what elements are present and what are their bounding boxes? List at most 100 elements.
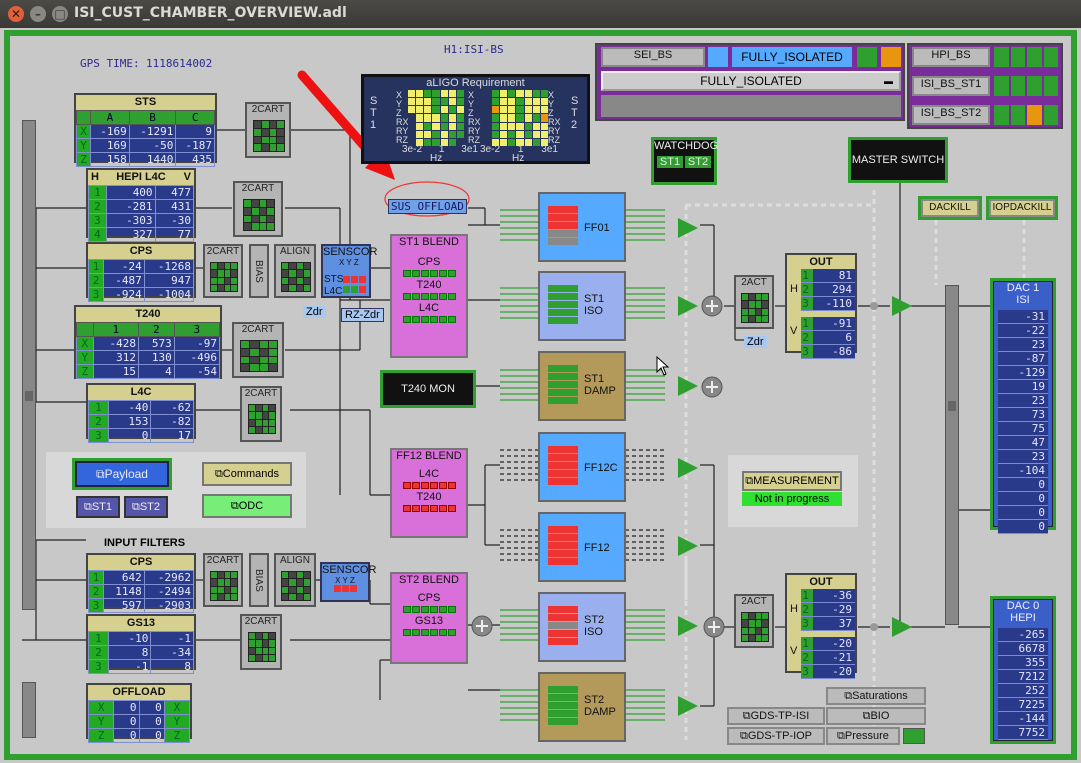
req-cell <box>524 106 532 114</box>
master-switch-button[interactable]: MASTER SWITCH <box>848 137 948 183</box>
payload-label: Payload <box>104 467 148 481</box>
system-name: H1:ISI-BS <box>444 43 504 56</box>
isi-bs-st1-button[interactable]: ISI_BS_ST1 <box>912 76 990 96</box>
cps-title: CPS <box>129 245 153 257</box>
measurement-button[interactable]: ⧉MEASUREMENT <box>742 471 842 491</box>
row-label: 3 <box>88 659 109 674</box>
cart-block-sts[interactable]: 2CART <box>245 102 291 158</box>
rz-zdr-button[interactable]: RZ-Zdr <box>341 308 384 322</box>
req-cell <box>408 90 416 98</box>
filter-ff12c[interactable]: FF12C <box>538 432 626 502</box>
row-label: 2 <box>88 199 107 214</box>
bias-block[interactable]: BIAS <box>249 244 269 298</box>
value: 0 <box>113 728 140 743</box>
filter-st1-iso[interactable]: ST1 ISO <box>538 271 626 341</box>
pressure-button[interactable]: ⧉Pressure <box>826 727 900 745</box>
filter-st1-damp[interactable]: ST1 DAMP <box>538 351 626 421</box>
dackill-button[interactable]: DACKILL <box>921 199 979 217</box>
bias-block-2[interactable]: BIAS <box>249 553 269 607</box>
value: 0 <box>138 728 165 743</box>
measurement-area <box>728 455 858 527</box>
value: 431 <box>154 199 195 214</box>
filter-ff01[interactable]: FF01 <box>538 192 626 262</box>
row-label: 1 <box>88 631 109 646</box>
saturations-button[interactable]: ⧉Saturations <box>826 687 926 705</box>
filter-ff12[interactable]: FF12 <box>538 512 626 582</box>
matrix-icon <box>248 404 276 434</box>
st1-indicators <box>994 76 1058 96</box>
filter-st2-iso[interactable]: ST2 ISO <box>538 592 626 662</box>
row-label: 2 <box>87 273 105 288</box>
payload-button[interactable]: ⧉Payload <box>75 461 169 487</box>
blend-input-label: CPS <box>417 592 441 604</box>
sus-offload-button[interactable]: SUS OFFLOAD <box>388 199 467 214</box>
dac-value: -104 <box>998 464 1048 478</box>
gds-tp-isi-button[interactable]: ⧉GDS-TP-ISI <box>727 707 825 725</box>
iopdackill-frame: IOPDACKILL <box>986 196 1058 220</box>
t240-col: 3 <box>173 322 221 337</box>
cart-block-l4c[interactable]: 2CART <box>240 386 282 442</box>
bio-button[interactable]: ⧉BIO <box>826 707 926 725</box>
blend-bar <box>392 606 466 613</box>
value: -36 <box>813 589 855 603</box>
hpi-bs-button[interactable]: HPI_BS <box>912 47 990 67</box>
watchdog-st2[interactable]: ST2 <box>685 156 711 168</box>
filter-st2-damp[interactable]: ST2 DAMP <box>538 672 626 742</box>
commands-button[interactable]: ⧉Commands <box>202 462 292 486</box>
cart-block-cps2[interactable]: 2CART <box>203 553 243 607</box>
align-block[interactable]: ALIGN <box>274 244 316 298</box>
left-slider-lower[interactable] <box>22 682 36 738</box>
st1-nav-button[interactable]: ⧉ST1 <box>76 496 120 518</box>
close-icon[interactable]: ✕ <box>8 6 24 22</box>
value: 597 <box>103 598 145 613</box>
req-cell <box>448 114 456 122</box>
cart-block-gs13[interactable]: 2CART <box>240 614 282 670</box>
act-block-1[interactable]: 2ACT <box>734 275 774 329</box>
value: -82 <box>150 414 194 429</box>
act-block-2[interactable]: 2ACT <box>734 594 774 648</box>
sei-bs-button[interactable]: SEI_BS <box>601 47 705 67</box>
row-label: Y <box>75 138 92 153</box>
gds-tp-iop-button[interactable]: ⧉GDS-TP-IOP <box>727 727 825 745</box>
watchdog-st1[interactable]: ST1 <box>657 156 683 168</box>
t240-mon-button[interactable]: T240 MON <box>380 370 476 408</box>
st1-blend-block[interactable]: ST1 BLEND CPS T240 L4C <box>390 234 468 358</box>
align-block-2[interactable]: ALIGN <box>274 553 316 607</box>
req-cell <box>432 106 440 114</box>
cart-block-t240[interactable]: 2CART <box>232 322 284 378</box>
value: 8 <box>107 645 152 660</box>
senscor-st1-block[interactable]: SENSCOR X Y Z STS L4C <box>321 244 377 298</box>
cart-block-hepi[interactable]: 2CART <box>233 181 283 237</box>
minimize-icon[interactable]: – <box>30 6 46 22</box>
maximize-icon[interactable]: □ <box>52 6 68 22</box>
value: -1004 <box>143 287 195 302</box>
blend-input-label: L4C <box>418 468 440 480</box>
req-cell <box>424 122 432 130</box>
state-ok-indicator <box>857 47 877 67</box>
iopdackill-button[interactable]: IOPDACKILL <box>989 199 1055 217</box>
req-cell <box>532 130 540 138</box>
state-request-menu[interactable]: FULLY_ISOLATED▬ <box>601 71 901 91</box>
isi-bs-st2-button[interactable]: ISI_BS_ST2 <box>912 105 990 125</box>
st2-blend-block[interactable]: ST2 BLEND CPS GS13 <box>390 572 468 664</box>
req-cell <box>508 98 516 106</box>
right-slider[interactable] <box>945 285 959 625</box>
left-slider-upper[interactable] <box>22 120 36 610</box>
row-label: 2 <box>88 414 109 429</box>
ff12-blend-block[interactable]: FF12 BLEND L4C T240 <box>390 448 468 538</box>
filter-label: ST1 DAMP <box>584 373 616 397</box>
odc-button[interactable]: ⧉ODC <box>202 494 292 518</box>
req-st2-label: ST2 <box>571 95 579 131</box>
value: -110 <box>813 297 855 311</box>
req-cell <box>532 98 540 106</box>
req-cell <box>492 106 500 114</box>
st2-nav-button[interactable]: ⧉ST2 <box>124 496 168 518</box>
cart-block-cps[interactable]: 2CART <box>203 244 243 298</box>
req-cell <box>516 98 524 106</box>
payload-frame: ⧉Payload <box>72 458 172 490</box>
